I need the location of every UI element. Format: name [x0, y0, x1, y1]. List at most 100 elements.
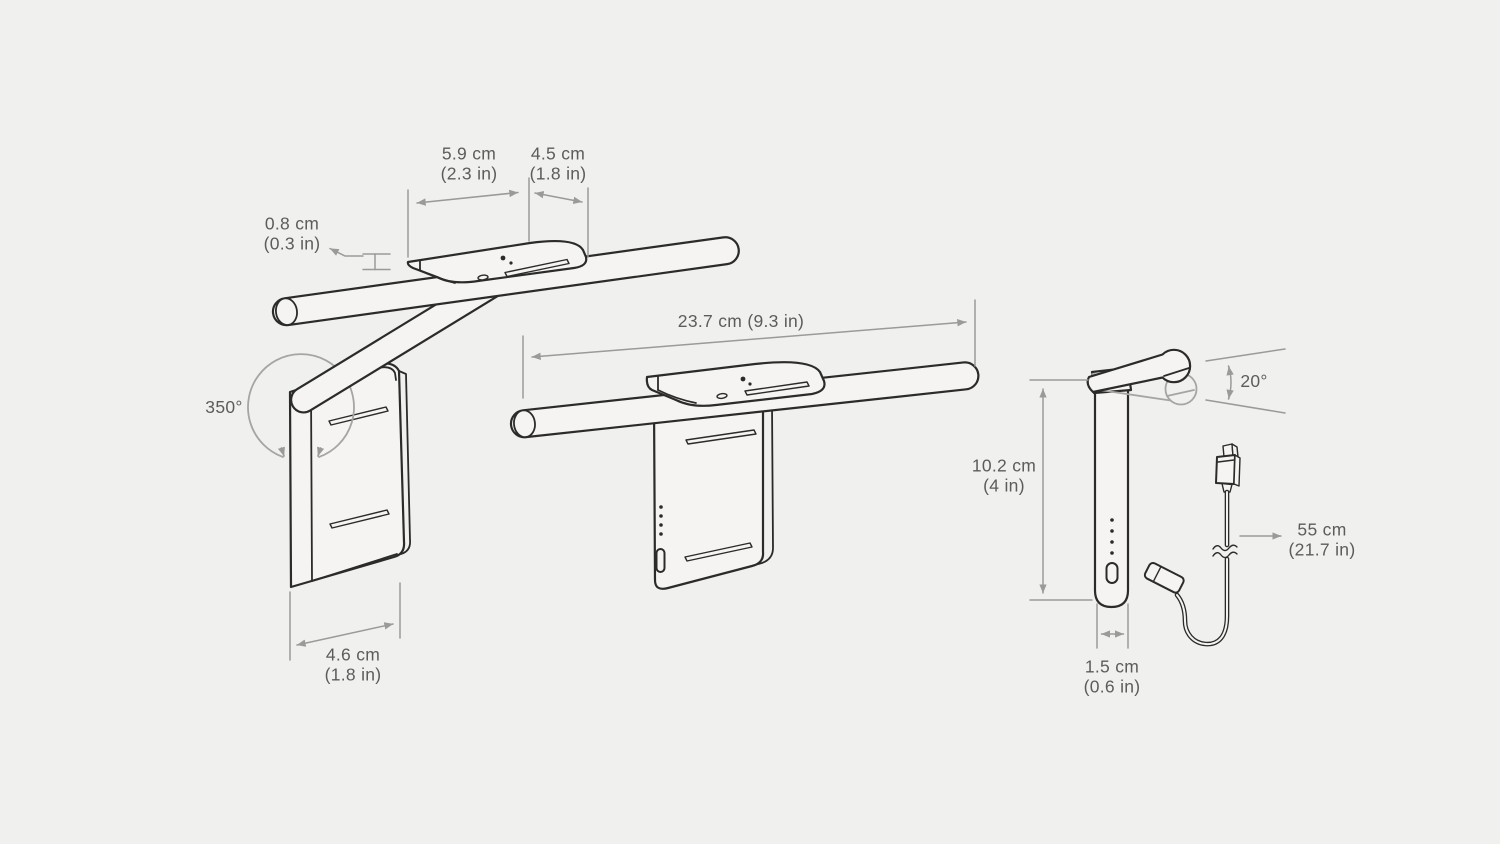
usb-a-plug-detail-line — [1217, 459, 1235, 463]
rotation-arc-circle — [247, 353, 355, 458]
dim-label-plate-thickness: 0.8 cm (0.3 in) — [264, 214, 321, 255]
tilted-bar-side — [1086, 348, 1192, 394]
dim-value-metric: 1.5 cm — [1084, 656, 1140, 677]
clip-panel-front — [652, 400, 774, 590]
stem-side — [1093, 376, 1130, 609]
light-bar-front-endcap — [513, 409, 536, 438]
usb-a-plug-body-side — [1233, 454, 1241, 487]
clip-panel-front-slot-top — [685, 429, 757, 445]
side-bar-body — [1086, 348, 1192, 394]
stem-body — [1093, 376, 1130, 609]
clip-panel-right-thickness — [398, 370, 411, 555]
dim-value-metric: 350° — [205, 396, 243, 417]
mount-plate — [406, 240, 588, 284]
stem-dot-2 — [1110, 529, 1114, 533]
plate-button-dot-large — [500, 255, 506, 261]
side-bar-seam — [1163, 367, 1190, 377]
clip-panel-slot-top — [328, 406, 389, 426]
mount-plate-front-lip — [657, 389, 697, 404]
dim-label-rotation-range: 350° — [205, 397, 242, 417]
clip-panel-left-edge — [310, 387, 313, 582]
dim-label-stem-height: 10.2 cm (4 in) — [972, 456, 1036, 497]
stem-usb-c-port — [1105, 562, 1119, 584]
plate-oval-detail — [477, 274, 489, 281]
usb-a-plug-body-front — [1215, 454, 1236, 485]
mount-plate-face — [406, 240, 588, 284]
tilt-annotation — [1205, 348, 1286, 414]
dim-value-metric: 10.2 cm — [971, 455, 1037, 476]
tilt-arc-arrow-up — [1226, 365, 1234, 376]
ghost-bar-seam — [1166, 389, 1195, 397]
dim-value-imperial: (21.7 in) — [1288, 540, 1356, 560]
plate-slot — [504, 258, 570, 278]
usb-c-plug-body — [1143, 561, 1185, 594]
indicator-dot-1 — [659, 505, 663, 509]
cable-line-core — [1176, 491, 1228, 646]
dim-value-imperial: (4 in) — [983, 476, 1025, 496]
dim-label-plate-depth: 4.5 cm (1.8 in) — [530, 144, 587, 185]
indicator-dot-4 — [659, 532, 663, 536]
dim-value-imperial: (1.8 in) — [324, 665, 382, 685]
dim-arrow-plate-depth — [534, 191, 583, 204]
dim-arrow-bar-length — [531, 319, 967, 360]
ghost-bar-bottom-edge — [1092, 388, 1172, 402]
dim-label-clip-depth: 4.6 cm (1.8 in) — [325, 645, 382, 686]
stem-dot-4 — [1110, 551, 1114, 555]
dimensions-view-perspective — [289, 177, 589, 661]
dim-label-bar-length: 23.7 cm (9.3 in) — [678, 311, 804, 331]
clip-panel-bottom-edge — [311, 553, 398, 582]
dim-value-metric: 55 cm — [1297, 519, 1347, 540]
dim-value-imperial: (0.3 in) — [263, 234, 321, 254]
dim-value-metric: 5.9 cm — [441, 143, 497, 164]
dim-value-metric: 4.6 cm — [325, 644, 381, 665]
dim-value-metric: 20° — [1240, 370, 1268, 391]
view-front — [509, 299, 980, 590]
leader-plate-thickness — [329, 247, 364, 257]
view-side — [1029, 348, 1286, 649]
usb-c-plug-tip-line — [1152, 566, 1162, 582]
stem-dot-3 — [1110, 540, 1114, 544]
dim-value-imperial: (0.6 in) — [1083, 677, 1141, 697]
clip-panel-front-face — [652, 400, 765, 590]
dim-label-tilt-range: 20° — [1240, 371, 1267, 391]
plate-button-dot-small — [509, 261, 513, 265]
width-annotation — [1096, 603, 1129, 649]
usb-c-plug — [1143, 561, 1185, 594]
dimensions-view-front — [522, 299, 976, 399]
dim-value-metric: 4.5 cm — [530, 143, 586, 164]
dim-value-imperial: (2.3 in) — [440, 164, 498, 184]
dim-label-stem-width: 1.5 cm (0.6 in) — [1084, 657, 1141, 698]
plate-front-dot-small — [748, 382, 752, 386]
plate-front-slot — [744, 381, 810, 396]
mount-plate-front-face — [645, 361, 826, 407]
dim-label-plate-width: 5.9 cm (2.3 in) — [441, 144, 498, 185]
dim-value-metric: 0.8 cm — [264, 213, 320, 234]
tilt-arc-arrow-down — [1226, 389, 1234, 400]
tilt-ref-line-upper — [1205, 348, 1286, 362]
usb-cable — [1143, 443, 1241, 647]
usb-c-port — [655, 548, 666, 573]
clip-panel-front-slot-bottom — [684, 542, 753, 562]
dim-arrow-clip-depth — [296, 622, 394, 647]
rotation-arc — [247, 353, 355, 458]
plate-front-dot-large — [740, 376, 746, 382]
rotation-arc-arrow-left — [277, 446, 285, 457]
plate-front-oval-detail — [716, 392, 728, 400]
dim-value-metric: 23.7 cm (9.3 in) — [677, 310, 805, 331]
cable-break-squiggle-bottom — [1212, 551, 1238, 559]
dim-label-cable-length: 55 cm (21.7 in) — [1289, 520, 1356, 561]
indicator-dot-2 — [659, 514, 663, 518]
rotation-arc-arrow-right — [317, 446, 325, 457]
dim-value-imperial: (1.8 in) — [529, 164, 587, 184]
mount-plate-front — [645, 361, 826, 407]
view-perspective — [247, 177, 740, 661]
clip-panel-front-thickness — [752, 403, 774, 567]
height-annotation — [1029, 379, 1093, 601]
indicator-dot-3 — [659, 523, 663, 527]
light-bar-endcap — [275, 297, 298, 326]
clip-panel — [288, 362, 411, 589]
clip-panel-slot-bottom — [329, 509, 390, 529]
stem-dot-1 — [1110, 518, 1114, 522]
